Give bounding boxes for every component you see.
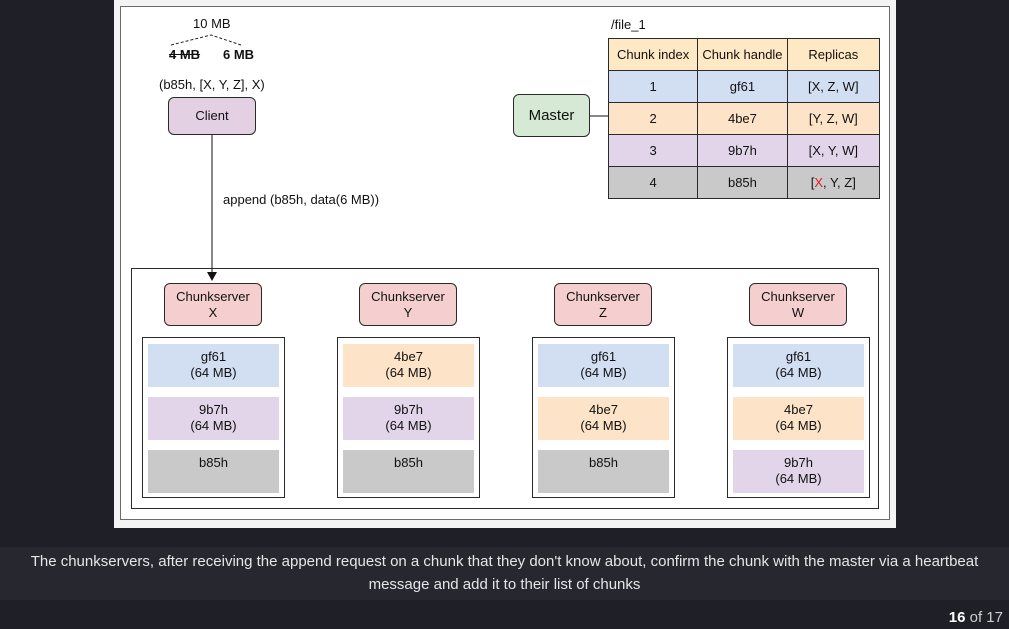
chunk-handle: 4be7 [394,349,423,364]
client-tuple-label: (b85h, [X, Y, Z], X) [159,77,265,92]
chunk-size: (64 MB) [385,418,432,433]
header-chunk-handle: Chunk handle [697,38,788,71]
pager-total: of 17 [969,609,1003,626]
cell-replicas: [X, Y, Z] [786,166,881,199]
chunk-size: (64 MB) [190,418,237,433]
pager-current: 16 [948,609,966,626]
chunkserver-x: Chunkserver X [164,283,262,326]
master-node: Master [513,94,590,137]
chunk-handle: b85h [394,455,423,470]
diagram-canvas: 10 MB 4 MB 6 MB (b85h, [X, Y, Z], X) Cli… [120,6,890,520]
chunk-block: gf61 (64 MB) [148,344,279,387]
cell-handle: gf61 [697,70,788,103]
chunk-handle: 9b7h [199,402,228,417]
chunkserver-w-storage: gf61 (64 MB) 4be7 (64 MB) 9b7h (64 MB) [727,337,870,498]
slide-pager: 16 of 17 [949,609,1003,626]
cell-handle: 4be7 [697,102,788,135]
chunk-handle: 9b7h [784,455,813,470]
chunkserver-id: Z [599,304,607,320]
chunk-block: b85h [343,450,474,493]
append-arrow [207,135,217,281]
table-row: 2 4be7 [Y, Z, W] [607,102,881,135]
cell-replicas: [X, Y, W] [786,134,881,167]
chunkserver-z: Chunkserver Z [554,283,652,326]
cell-index: 3 [607,134,699,167]
chunk-block: b85h [148,450,279,493]
chunk-size: (64 MB) [385,365,432,380]
cell-index: 4 [607,166,699,199]
chunk-handle: gf61 [785,349,812,364]
table-row: 4 b85h [X, Y, Z] [607,166,881,199]
chunkserver-title: Chunkserver [176,288,250,304]
chunkserver-y: Chunkserver Y [359,283,457,326]
chunk-block: gf61 (64 MB) [538,344,669,387]
chunk-block: b85h [538,450,669,493]
slide-panel: 10 MB 4 MB 6 MB (b85h, [X, Y, Z], X) Cli… [114,0,896,528]
split-dashed-lines [170,34,242,46]
chunkserver-cluster: Chunkserver X gf61 (64 MB) 9b7h (64 MB) … [131,268,879,509]
chunk-table: Chunk index Chunk handle Replicas 1 gf61… [607,38,881,199]
chunk-block: 9b7h (64 MB) [148,397,279,440]
chunk-handle: b85h [199,455,228,470]
split-right-label: 6 MB [223,47,255,62]
chunk-handle: b85h [589,455,618,470]
cell-index: 1 [607,70,699,103]
chunk-size: (64 MB) [775,418,822,433]
chunkserver-z-storage: gf61 (64 MB) 4be7 (64 MB) b85h [532,337,675,498]
chunk-size: (64 MB) [580,418,627,433]
table-header-row: Chunk index Chunk handle Replicas [607,38,881,71]
header-replicas: Replicas [786,38,881,71]
cell-replicas: [Y, Z, W] [786,102,881,135]
chunk-block: 9b7h (64 MB) [733,450,864,493]
chunk-size: (64 MB) [775,365,822,380]
chunk-size: (64 MB) [190,365,237,380]
chunkserver-id: Y [403,304,413,320]
client-label: Client [195,108,229,123]
chunk-handle: 9b7h [394,402,423,417]
chunk-size: (64 MB) [775,471,822,486]
client-node: Client [168,97,256,135]
chunk-handle: 4be7 [589,402,618,417]
chunkserver-x-storage: gf61 (64 MB) 9b7h (64 MB) b85h [142,337,285,498]
cell-handle: b85h [697,166,788,199]
table-row: 1 gf61 [X, Z, W] [607,70,881,103]
chunkserver-id: X [208,304,218,320]
chunk-block: 4be7 (64 MB) [343,344,474,387]
cell-replicas: [X, Z, W] [786,70,881,103]
chunkserver-title: Chunkserver [371,288,445,304]
cell-handle: 9b7h [697,134,788,167]
master-label: Master [528,106,575,124]
slide-caption: The chunkservers, after receiving the ap… [0,547,1009,600]
chunk-block: 4be7 (64 MB) [733,397,864,440]
split-total-label: 10 MB [193,16,231,31]
cell-index: 2 [607,102,699,135]
chunkserver-title: Chunkserver [761,288,835,304]
chunkserver-id: W [791,304,805,320]
replicas-suffix: , Y, Z] [823,175,856,190]
chunkserver-w: Chunkserver W [749,283,847,326]
chunk-block: 4be7 (64 MB) [538,397,669,440]
master-connector [590,115,609,117]
chunk-handle: gf61 [590,349,617,364]
replicas-prefix: [ [810,175,815,190]
chunkserver-title: Chunkserver [566,288,640,304]
chunk-block: gf61 (64 MB) [733,344,864,387]
append-label: append (b85h, data(6 MB)) [223,192,380,207]
chunk-handle: gf61 [200,349,227,364]
table-row: 3 9b7h [X, Y, W] [607,134,881,167]
file-name: /file_1 [611,17,646,32]
chunk-block: 9b7h (64 MB) [343,397,474,440]
header-chunk-index: Chunk index [607,38,699,71]
chunkserver-y-storage: 4be7 (64 MB) 9b7h (64 MB) b85h [337,337,480,498]
split-left-label: 4 MB [169,47,201,62]
replicas-highlight: X [814,175,824,190]
chunk-handle: 4be7 [784,402,813,417]
chunk-size: (64 MB) [580,365,627,380]
